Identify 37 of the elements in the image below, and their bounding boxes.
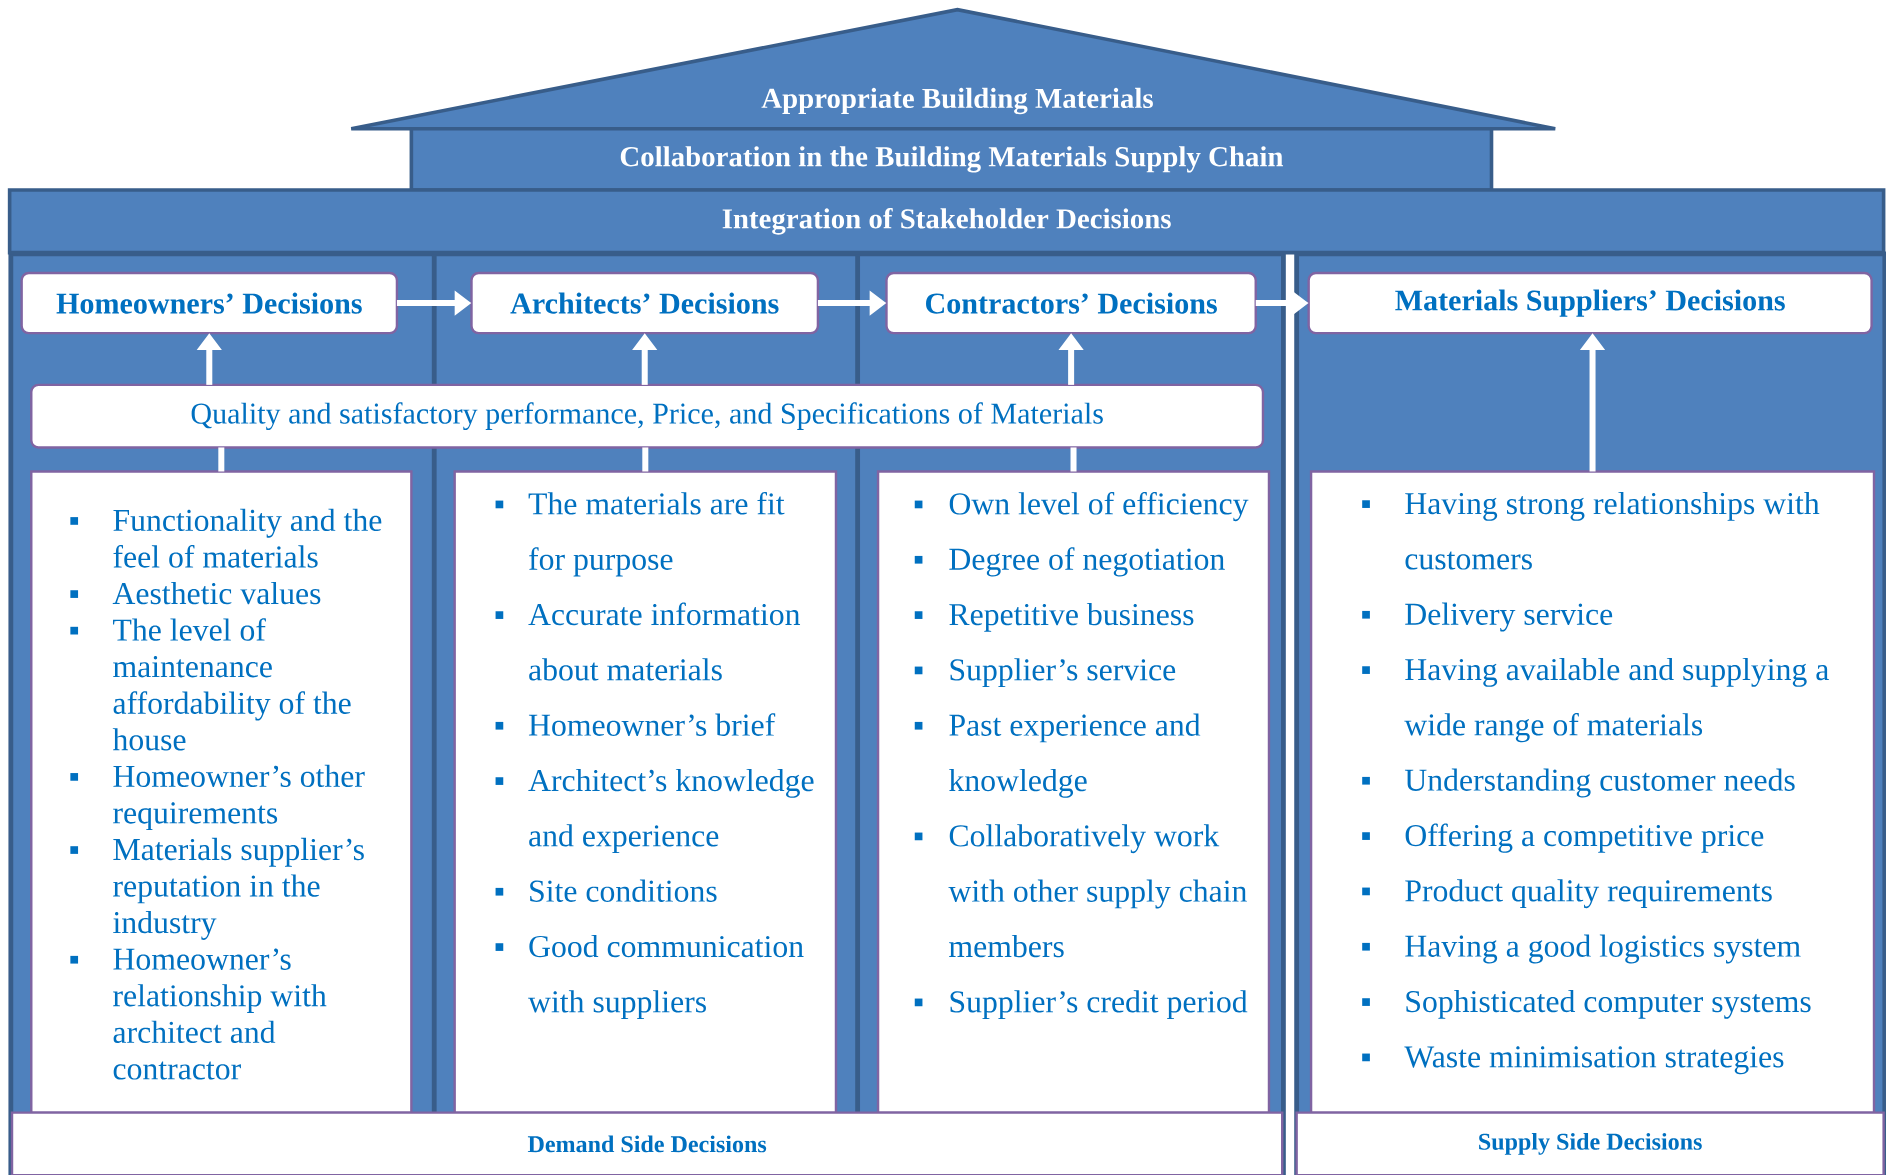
list-item: Having a good logistics system [1362,934,1801,964]
decision-box: Materials Suppliers’ Decisions [1307,271,1873,335]
list-item: Site conditions [495,879,717,902]
list-item: Sophisticated computer systems [1362,989,1811,1019]
list-item: The materials are fit for purpose [495,491,785,577]
list-item: Homeowner’s relationship with architect and contractor [70,948,327,1080]
list-item: Collaboratively work with other supply chain members [914,824,1247,958]
list-item: Aesthetic values [70,581,321,605]
banner-band: Integration of Stakeholder Decisions [7,188,1886,255]
list-item: Accurate information about materials [495,602,801,681]
list-item: Homeowner’s other requirements [70,764,365,831]
list-item: Understanding customer needs [1362,768,1795,798]
list-item: Materials supplier’s reputation in the industry [70,837,364,940]
list-item: Waste minimisation strategies [1362,1046,1784,1075]
banner-band: Collaboration in the Building Materials Supply Chain [409,126,1494,192]
list-item: Good communication with suppliers [495,934,804,1019]
list-item: Supplier’s credit period [914,990,1248,1019]
list-item: Having available and supplying a wide range of materials [1362,657,1829,743]
list-item: Offering a competitive price [1362,823,1764,853]
side-label-box: Supply Side Decisions [1295,1111,1885,1175]
list-item: Delivery service [1362,602,1613,632]
list-item: Homeowner’s brief [495,713,776,736]
list-item: The level of maintenance affordability of the house [70,618,351,751]
list-item: Own level of efficiency [914,491,1249,522]
list-item: Functionality and the feel of materials [70,508,382,568]
list-item: Having strong relationships with customers [1362,491,1820,570]
list-item: Degree of negotiation [914,547,1225,577]
side-label-box: Demand Side Decisions [10,1111,1284,1175]
list-item: Supplier’s service [914,658,1176,687]
decision-box: Architects’ Decisions [470,271,820,335]
list-item: Architect’s knowledge and experience [495,768,814,853]
list-item: Past experience and knowledge [914,713,1201,798]
list-item: Product quality requirements [1362,879,1772,909]
decision-box: Contractors’ Decisions [885,271,1257,335]
criteria-box: Quality and satisfactory performance, Price, and Specifications of Materials [30,383,1265,449]
list-item: Repetitive business [914,602,1194,632]
decision-box: Homeowners’ Decisions [20,271,399,335]
